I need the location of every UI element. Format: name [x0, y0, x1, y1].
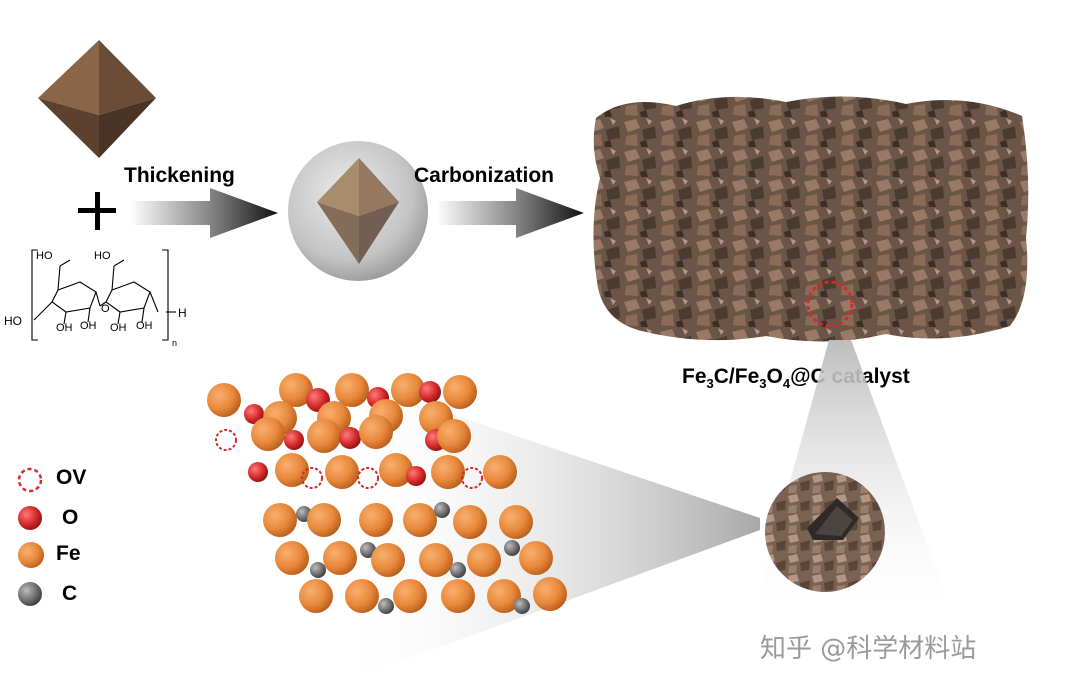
carbon-atom-icon: [18, 582, 42, 606]
oxide-layer: [207, 373, 517, 489]
structure-repeat-n: n: [172, 338, 178, 348]
legend: OV O Fe C: [14, 462, 134, 612]
structure-tail-h: H: [178, 306, 187, 320]
structure-ho-1: HO: [36, 250, 53, 262]
structure-oh-3: OH: [110, 322, 127, 334]
arrow-right-icon: [436, 188, 584, 238]
watermark: 知乎 @科学材料站: [760, 634, 977, 664]
legend-label-o: O: [62, 506, 79, 529]
legend-label-c: C: [62, 582, 78, 605]
structure-oh-4: OH: [136, 320, 153, 332]
plus-icon: [78, 192, 116, 230]
iron-atom-icon: [18, 542, 44, 568]
structure-oh-1: OH: [56, 322, 73, 334]
structure-ho-2: HO: [94, 250, 111, 262]
legend-label-ov: OV: [56, 466, 87, 489]
oxygen-atom-icon: [18, 506, 42, 530]
mof-octahedron-icon: [38, 40, 156, 158]
structure-ring-o: O: [101, 303, 110, 315]
coated-octahedron-icon: [288, 141, 428, 281]
structure-ho-end: HO: [4, 314, 22, 328]
step-label-carbonization: Carbonization: [414, 164, 554, 187]
step-label-thickening: Thickening: [124, 164, 235, 187]
legend-label-fe: Fe: [56, 542, 81, 565]
carbide-layer: [263, 502, 567, 614]
hollow-carbon-sphere-image: [765, 472, 885, 592]
arrow-right-icon: [130, 188, 278, 238]
porous-carbon-catalyst-image: [593, 96, 1029, 342]
oxygen-vacancy-icon: [17, 467, 43, 493]
atomic-lattice-image: [207, 373, 567, 614]
polysaccharide-structure: [31, 249, 176, 341]
structure-oh-2: OH: [80, 320, 97, 332]
